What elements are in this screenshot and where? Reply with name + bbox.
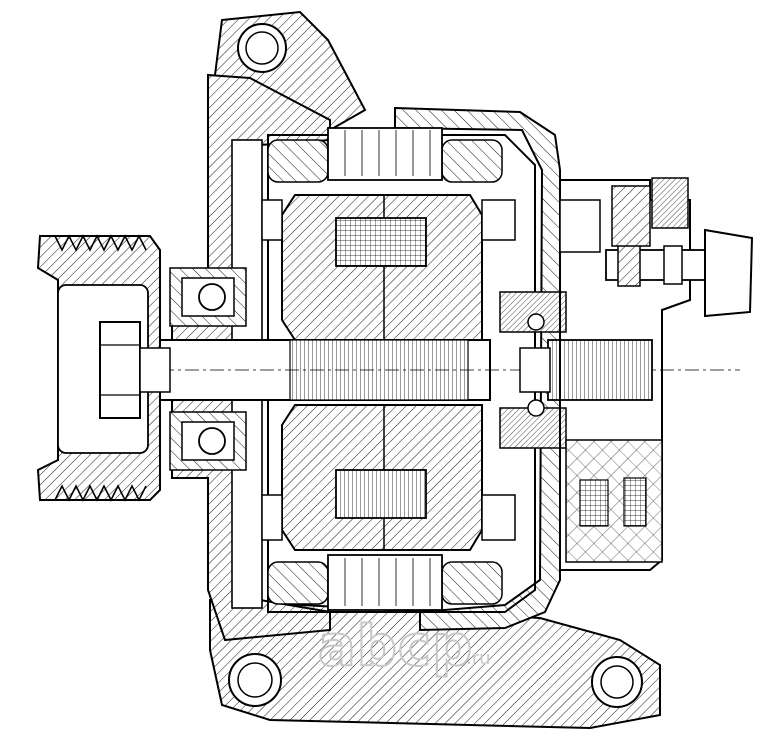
rotor-shaft	[60, 339, 740, 401]
rear-cover	[559, 179, 691, 571]
watermark-brand: abcp	[318, 614, 473, 679]
front-bearing-bottom	[169, 411, 247, 471]
pulley-nut	[99, 321, 171, 419]
rear-housing	[267, 106, 561, 632]
lower-mounting-arm	[209, 598, 661, 730]
connector-housing	[559, 177, 689, 253]
slip-rings	[519, 339, 653, 401]
fan-blades	[261, 199, 516, 541]
watermark: abcp .ru	[317, 613, 491, 680]
output-terminal-bolt	[605, 228, 754, 318]
stator-winding-bottom	[267, 554, 503, 611]
rear-bearing	[499, 291, 567, 449]
watermark-suffix: .ru	[466, 648, 491, 669]
field-coil	[335, 217, 427, 519]
front-bearing-top	[169, 267, 247, 327]
stator-winding-top	[267, 127, 503, 183]
